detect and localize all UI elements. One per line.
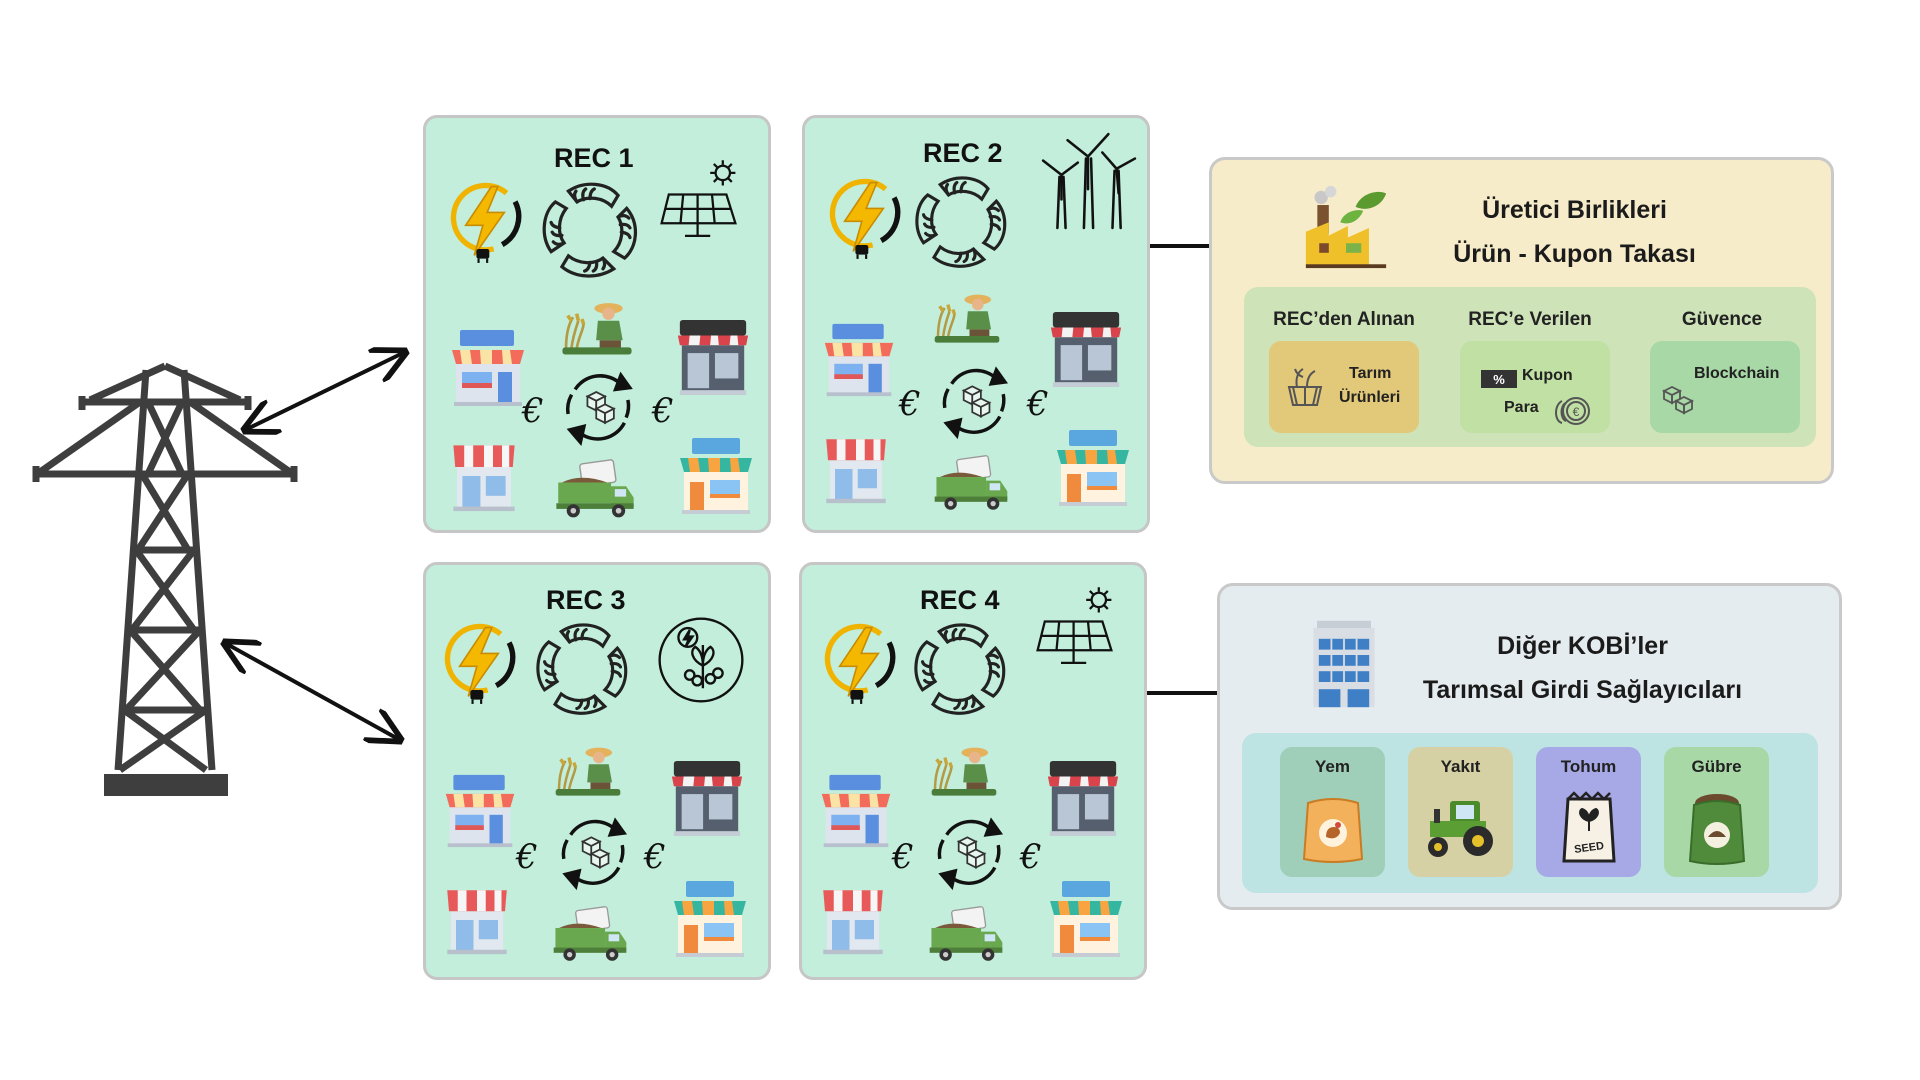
solar-panel-icon bbox=[1034, 585, 1124, 667]
energy-plug-icon bbox=[436, 619, 522, 705]
euro-icon: € bbox=[644, 837, 666, 877]
sme-shop-icon bbox=[448, 328, 528, 408]
agricultural-products-chip: Tarım Ürünleri bbox=[1269, 341, 1419, 433]
rec-1-box: REC 1 € € bbox=[423, 115, 771, 533]
shop-icon bbox=[818, 885, 888, 955]
column-header: Güvence bbox=[1681, 309, 1763, 330]
sme-shop-icon bbox=[821, 322, 897, 398]
sme-shop-icon bbox=[818, 773, 894, 849]
coupon-icon: % bbox=[1481, 370, 1517, 388]
store-icon bbox=[1045, 310, 1127, 388]
seed-bag-icon: SEED bbox=[1562, 791, 1616, 863]
tractor-icon bbox=[1428, 801, 1493, 857]
suppliers-inner-box: Yem Yakıt Tohum SEED bbox=[1242, 733, 1818, 893]
euro-icon: € bbox=[892, 837, 914, 877]
sme-shop-icon bbox=[442, 773, 518, 849]
producers-inner-box: REC’den Alınan REC’e Verilen Güvence Tar… bbox=[1244, 287, 1816, 447]
arrow-tower-rec3 bbox=[225, 643, 400, 740]
farmer-icon bbox=[550, 741, 626, 799]
euro-icon: € bbox=[516, 837, 538, 877]
energy-plug-icon bbox=[821, 174, 907, 260]
fertilizer-bag-icon bbox=[1688, 794, 1746, 865]
wind-turbine-icon bbox=[1037, 130, 1139, 232]
blockchain-cycle-icon bbox=[554, 363, 642, 451]
svg-text:%: % bbox=[1493, 372, 1505, 387]
blockchain-cycle-icon bbox=[550, 809, 636, 895]
farm-truck-icon bbox=[552, 458, 638, 524]
energy-plug-icon bbox=[816, 619, 902, 705]
farmer-icon bbox=[929, 288, 1005, 346]
producers-title-line1: Üretici Birlikleri bbox=[1482, 196, 1667, 224]
sme-shop-icon bbox=[1046, 879, 1126, 959]
transmission-tower-icon bbox=[32, 362, 298, 796]
card-label: Tohum bbox=[1560, 757, 1617, 776]
sme-shop-icon bbox=[676, 436, 756, 516]
farm-truck-icon bbox=[926, 905, 1006, 967]
cooperation-hands-icon bbox=[909, 170, 1013, 274]
rec-title: REC 2 bbox=[923, 138, 1003, 168]
blockchain-chip: Blockchain bbox=[1650, 341, 1800, 433]
suppliers-panel: Diğer KOBİ’ler Tarımsal Girdi Sağlayıcıl… bbox=[1217, 583, 1842, 910]
solar-panel-icon bbox=[658, 158, 748, 240]
blockchain-icon bbox=[1660, 379, 1700, 419]
rec-title: REC 1 bbox=[554, 143, 634, 173]
seed-label: SEED bbox=[1573, 840, 1604, 856]
farm-produce-icon bbox=[1287, 368, 1323, 406]
euro-icon: € bbox=[1020, 837, 1042, 877]
chip-text: Blockchain bbox=[1694, 365, 1780, 382]
shop-icon bbox=[448, 440, 520, 512]
rec-2-box: REC 2 € € bbox=[802, 115, 1150, 533]
euro-icon: € bbox=[1027, 384, 1049, 424]
rec-3-box: REC 3 € € bbox=[423, 562, 771, 980]
store-icon bbox=[666, 759, 748, 837]
rec-4-box: REC 4 € € bbox=[799, 562, 1147, 980]
chip-text: Ürünleri bbox=[1339, 389, 1401, 406]
rec-title: REC 3 bbox=[546, 585, 626, 615]
feed-card: Yem bbox=[1280, 747, 1385, 877]
column-header: REC’den Alınan bbox=[1273, 309, 1415, 330]
store-icon bbox=[1042, 759, 1124, 837]
farmer-icon bbox=[556, 296, 638, 358]
coupon-money-chip: % Kupon Para € bbox=[1460, 341, 1610, 433]
energy-plug-icon bbox=[442, 178, 528, 264]
rec-title: REC 4 bbox=[920, 585, 1000, 615]
feed-bag-icon bbox=[1302, 798, 1364, 863]
seed-card: Tohum SEED bbox=[1536, 747, 1641, 877]
shop-icon bbox=[442, 885, 512, 955]
farm-truck-icon bbox=[550, 905, 630, 967]
blockchain-cycle-icon bbox=[926, 809, 1012, 895]
euro-icon: € bbox=[522, 391, 544, 431]
cooperation-hands-icon bbox=[908, 617, 1012, 721]
suppliers-title-line2: Tarımsal Girdi Sağlayıcıları bbox=[1422, 676, 1743, 704]
card-label: Yem bbox=[1315, 757, 1350, 776]
euro-icon: € bbox=[899, 384, 921, 424]
suppliers-title-line1: Diğer KOBİ’ler bbox=[1497, 632, 1668, 660]
store-icon bbox=[672, 318, 754, 396]
euro-icon: € bbox=[652, 391, 674, 431]
shop-icon bbox=[821, 434, 891, 504]
chip-text: Kupon bbox=[1522, 367, 1573, 384]
farmer-icon bbox=[926, 741, 1002, 799]
fertilizer-card: Gübre bbox=[1664, 747, 1769, 877]
fuel-card: Yakıt bbox=[1408, 747, 1513, 877]
farm-truck-icon bbox=[931, 454, 1011, 516]
chip-text: Para bbox=[1504, 399, 1539, 416]
cooperation-hands-icon bbox=[530, 617, 634, 721]
producers-title-line2: Ürün - Kupon Takası bbox=[1453, 240, 1696, 268]
column-header: REC’e Verilen bbox=[1468, 309, 1592, 330]
card-label: Yakıt bbox=[1440, 757, 1481, 776]
sme-shop-icon bbox=[670, 879, 750, 959]
sme-shop-icon bbox=[1053, 428, 1133, 508]
coins-icon: € bbox=[1555, 397, 1590, 425]
cooperation-hands-icon bbox=[536, 176, 644, 284]
arrow-tower-rec1 bbox=[245, 352, 405, 430]
blockchain-cycle-icon bbox=[931, 358, 1017, 444]
producers-panel: Üretici Birlikleri Ürün - Kupon Takası R… bbox=[1209, 157, 1834, 484]
svg-text:€: € bbox=[1573, 405, 1580, 419]
agriculture-energy-icon bbox=[654, 613, 748, 707]
chip-text: Tarım bbox=[1349, 365, 1392, 382]
card-label: Gübre bbox=[1691, 757, 1742, 776]
